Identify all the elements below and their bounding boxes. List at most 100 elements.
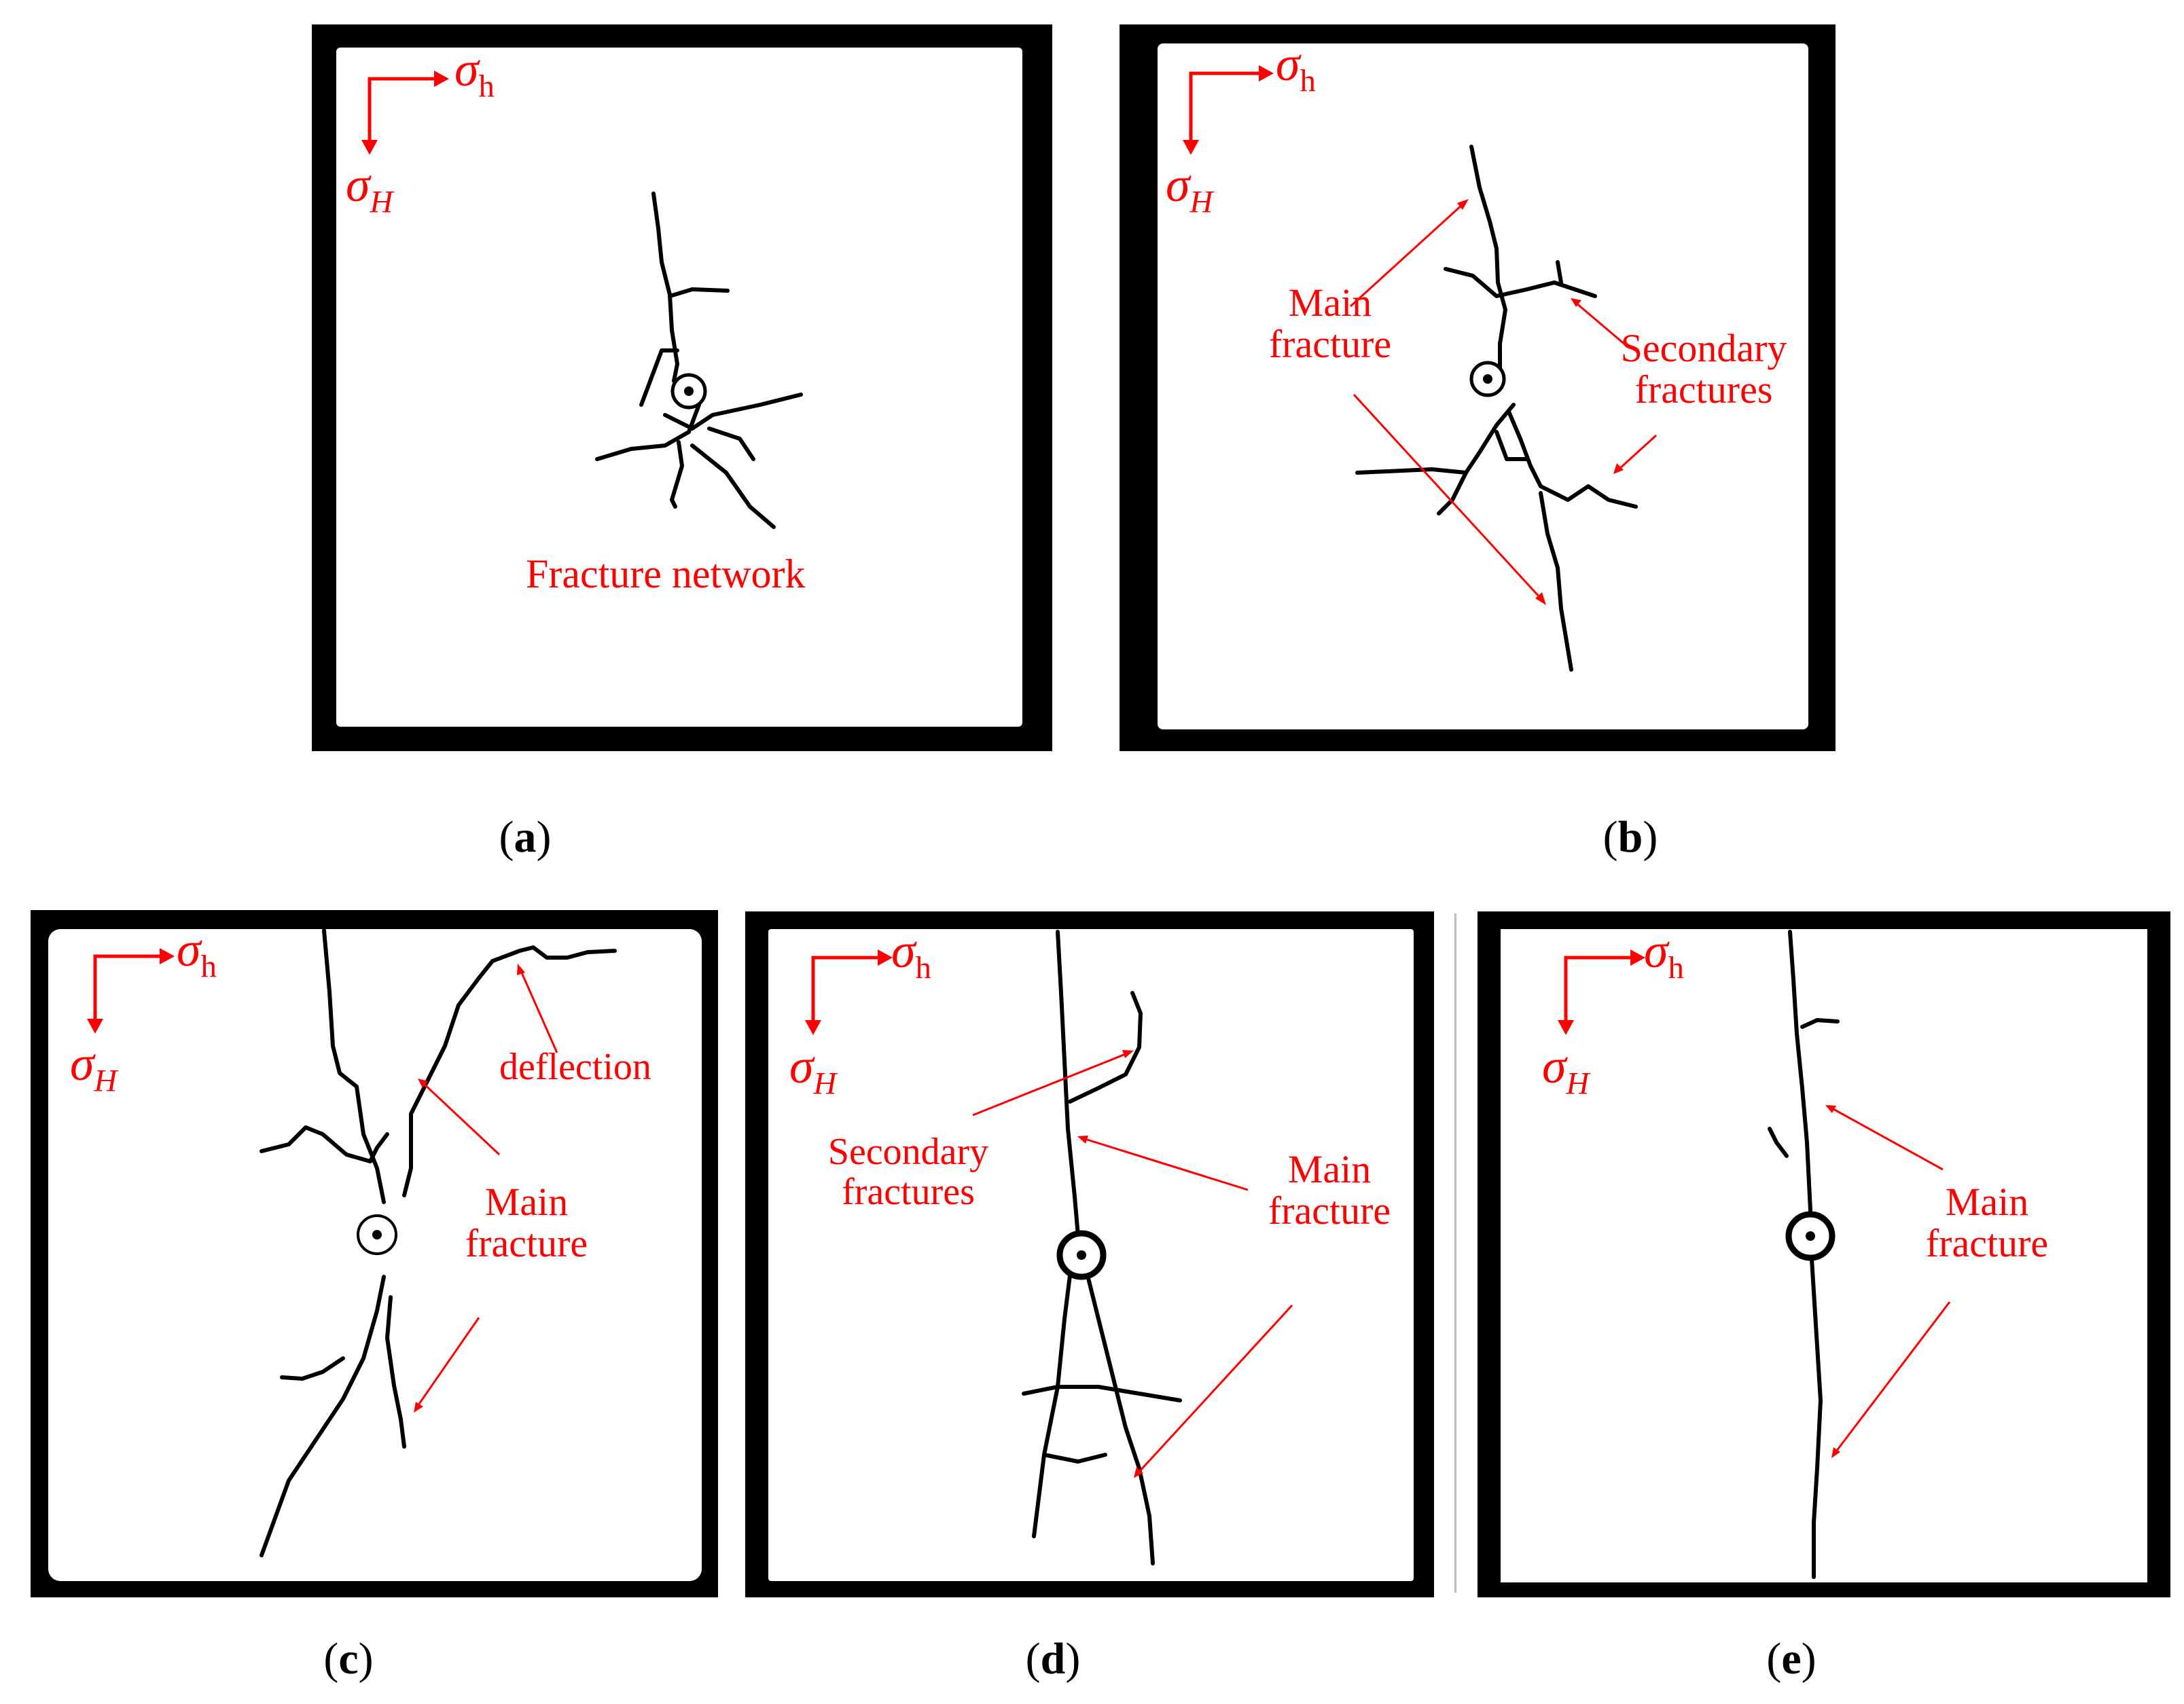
crack-path (259, 1275, 386, 1557)
caption-letter: a (514, 812, 537, 862)
main-fracture-label: Main fracture (1187, 282, 1473, 366)
crack-path (639, 348, 679, 407)
crack-path (1056, 930, 1080, 1238)
fracture-drawing-c (87, 928, 617, 1557)
secondary-fractures-label: Secondary fractures (1588, 327, 1819, 412)
caption-open-paren: ( (323, 1634, 339, 1684)
caption-open-paren: ( (1603, 812, 1618, 862)
annotation-arrow (1349, 203, 1464, 308)
sigma-symbol: σ (1644, 924, 1668, 978)
caption-d: (d) (985, 1633, 1121, 1685)
sigma-subscript: h (478, 69, 495, 105)
sigma-symbol: σ (346, 158, 370, 212)
arrowhead-icon (1077, 1136, 1088, 1144)
annotation-arrow (1831, 1107, 1944, 1171)
caption-close-paren: ) (1065, 1634, 1081, 1684)
wellbore-center-icon (372, 1230, 382, 1239)
panel-d: σh σH Secondary fractures Main fracture (745, 911, 1434, 1597)
sigma-H-label: σH (346, 160, 393, 218)
crack-path (385, 1295, 406, 1449)
crack-path (1539, 491, 1573, 672)
label-line: fractures (1634, 367, 1773, 412)
annotation-arrow (1835, 1301, 1951, 1452)
arrowhead-icon (361, 140, 378, 155)
arrowhead-icon (1259, 65, 1274, 81)
annotation-arrow (1353, 393, 1542, 600)
label-line: Main (1287, 1147, 1372, 1191)
sigma-subscript: h (915, 950, 931, 986)
sigma-H-label: σH (1542, 1042, 1589, 1100)
label-line: fractures (842, 1170, 975, 1213)
sigma-symbol: σ (789, 1039, 814, 1093)
sigma-symbol: σ (891, 924, 916, 978)
sigma-symbol: σ (1166, 158, 1190, 212)
sigma-h-label: σh (177, 925, 217, 983)
caption-e: (e) (1723, 1633, 1859, 1685)
caption-c: (c) (281, 1633, 416, 1685)
sigma-subscript: H (1566, 1066, 1590, 1102)
annotation-arrow (972, 1053, 1126, 1117)
main-fracture-label: Main fracture (1234, 1147, 1425, 1232)
label-line: fracture (1268, 321, 1392, 366)
arrowhead-icon (1831, 1447, 1840, 1458)
sigma-h-label: σh (1276, 39, 1316, 97)
caption-close-paren: ) (1643, 812, 1658, 862)
crack-path (1507, 410, 1638, 509)
crack-path (663, 393, 803, 431)
sigma-H-label: σH (789, 1042, 836, 1100)
sigma-h-label: σh (891, 926, 931, 984)
crack-path (1032, 1263, 1073, 1538)
crack-path (595, 403, 701, 461)
fracture-drawing-a (361, 71, 803, 529)
caption-letter: b (1617, 812, 1643, 862)
panel-c: σh σH deflection Main fracture (31, 910, 718, 1597)
wellbore-center-icon (1077, 1250, 1086, 1260)
annotation-arrow (1084, 1138, 1249, 1191)
arrowhead-icon (414, 1402, 423, 1413)
panel-divider (1454, 913, 1456, 1593)
wellbore-center-icon (1806, 1231, 1815, 1241)
crack-path (1556, 260, 1563, 285)
arrowhead-icon (517, 964, 525, 975)
arrowhead-icon (434, 71, 449, 87)
annotation-arrow (422, 1082, 501, 1156)
crack-path (668, 287, 730, 298)
arrowhead-icon (1558, 1020, 1574, 1035)
stress-axis-arrow-icon (811, 956, 878, 1020)
panel-e: σh σH Main fracture (1478, 911, 2170, 1597)
label-line: Secondary (827, 1131, 989, 1173)
crack-path (651, 192, 679, 383)
fracture-drawing-e (1558, 930, 1951, 1579)
arrowhead-icon (1134, 1467, 1143, 1478)
caption-letter: c (338, 1634, 359, 1684)
arrowhead-icon (878, 949, 893, 966)
sigma-symbol: σ (1542, 1039, 1567, 1093)
crack-path (1042, 1453, 1107, 1464)
label-line: fracture (1925, 1220, 2049, 1265)
caption-a: (a) (457, 812, 593, 863)
deflection-label: deflection (499, 1046, 651, 1088)
crack-path (1494, 430, 1529, 461)
stress-axis-arrow-icon (1564, 956, 1630, 1020)
sigma-symbol: σ (177, 922, 201, 977)
sigma-symbol: σ (1276, 37, 1300, 91)
sigma-subscript: H (370, 184, 393, 220)
label-line: fracture (465, 1220, 588, 1265)
annotation-arrow (520, 971, 558, 1053)
caption-letter: e (1781, 1634, 1802, 1684)
crack-path (1355, 403, 1516, 475)
sigma-subscript: H (1189, 184, 1213, 220)
crack-path (1469, 145, 1507, 386)
sigma-subscript: h (200, 949, 217, 985)
arrowhead-icon (160, 948, 175, 964)
crack-path (1808, 1235, 1823, 1579)
crack-path (1768, 1127, 1789, 1158)
label-line: Main (484, 1180, 569, 1224)
sigma-h-label: σh (454, 45, 495, 103)
crack-path (1437, 471, 1468, 515)
arrowhead-icon (87, 1019, 103, 1034)
crack-path (670, 440, 684, 509)
sigma-h-label: σh (1644, 926, 1684, 984)
sigma-subscript: H (813, 1066, 837, 1102)
crack-path (1068, 991, 1143, 1104)
